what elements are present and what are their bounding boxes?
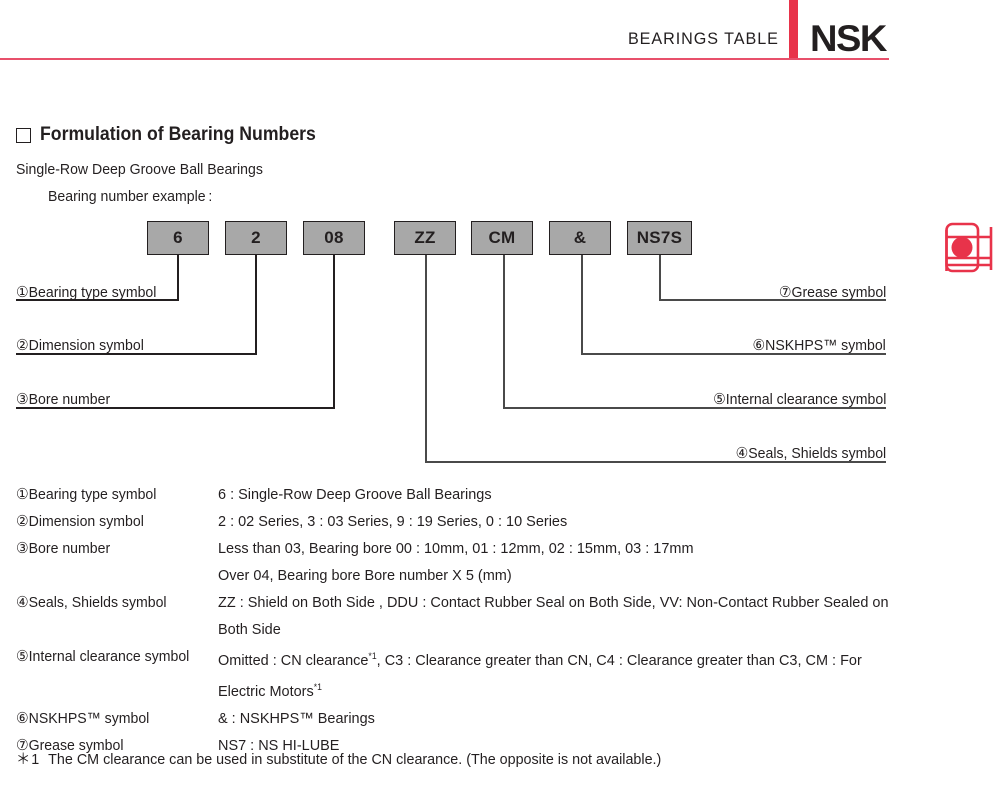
leader-line-grease-horizontal	[659, 299, 886, 301]
leader-line-nskhps-vertical	[581, 255, 583, 355]
leader-line-bore-number-vertical	[333, 255, 335, 409]
leader-line-seals-horizontal	[425, 461, 886, 463]
callout-bearing-type: ①Bearing type symbol	[16, 284, 157, 301]
footnote-mark: ＊1	[16, 751, 41, 768]
legend-description-line2: Over 04, Bearing bore Bore number X 5 (m…	[218, 567, 512, 584]
callout-seals: ④Seals, Shields symbol	[735, 445, 886, 462]
leader-line-clearance-vertical	[503, 255, 505, 409]
footnote-marker: *1	[368, 651, 377, 661]
legend-desc-pre: Omitted : CN clearance	[218, 652, 369, 669]
legend-row: ④Seals, Shields symbol ZZ : Shield on Bo…	[16, 589, 981, 643]
legend-term: ⑥NSKHPS™ symbol	[16, 710, 150, 727]
callout-grease: ⑦Grease symbol	[778, 284, 886, 301]
leader-line-grease-vertical	[659, 255, 661, 301]
leader-line-bearing-type-vertical	[177, 255, 179, 301]
header-title: BEARINGS TABLE	[628, 29, 779, 48]
legend-description-line2: Electric Motors*1	[218, 674, 954, 705]
code-box-clearance[interactable]: CM	[471, 221, 533, 255]
code-box-grease[interactable]: NS7S	[627, 221, 692, 255]
footnote-text: The CM clearance can be used in substitu…	[48, 751, 662, 768]
legend-description: & : NSKHPS™ Bearings	[218, 710, 375, 727]
section-title-text: Formulation of Bearing Numbers	[40, 124, 316, 145]
callout-dimension: ②Dimension symbol	[16, 337, 144, 354]
legend-row: ⑥NSKHPS™ symbol & : NSKHPS™ Bearings	[16, 705, 981, 732]
header-divider-rule	[0, 58, 889, 60]
legend-term: ⑦Grease symbol	[16, 737, 124, 754]
legend-row: ③Bore number Less than 03, Bearing bore …	[16, 535, 981, 589]
code-box-seals-shields[interactable]: ZZ	[394, 221, 456, 255]
legend-description: 2 : 02 Series, 3 : 03 Series, 9 : 19 Ser…	[218, 513, 568, 530]
code-box-bearing-type[interactable]: 6	[147, 221, 209, 255]
leader-line-bearing-type-horizontal	[16, 299, 178, 301]
legend-description-line2: Both Side	[218, 621, 281, 638]
legend-description: 6 : Single-Row Deep Groove Ball Bearings	[218, 486, 492, 503]
legend-description-line1: Less than 03, Bearing bore 00 : 10mm, 01…	[218, 540, 694, 557]
legend-description-line1: Omitted : CN clearance*1, C3 : Clearance…	[218, 651, 862, 669]
legend-description: Omitted : CN clearance*1, C3 : Clearance…	[218, 643, 954, 705]
code-box-dimension[interactable]: 2	[225, 221, 287, 255]
legend-row: ②Dimension symbol 2 : 02 Series, 3 : 03 …	[16, 508, 981, 535]
legend-term: ②Dimension symbol	[16, 513, 144, 530]
legend-description: ZZ : Shield on Both Side , DDU : Contact…	[218, 589, 954, 643]
leader-line-bore-number-horizontal	[16, 407, 334, 409]
legend-row: ⑦Grease symbol NS7 : NS HI-LUBE	[16, 732, 981, 759]
legend-description-line1: ZZ : Shield on Both Side , DDU : Contact…	[218, 594, 889, 611]
leader-line-dimension-horizontal	[16, 353, 256, 355]
bearing-cross-section-icon	[945, 222, 993, 273]
code-box-nskhps[interactable]: &	[549, 221, 611, 255]
leader-line-seals-vertical	[425, 255, 427, 463]
callout-nskhps: ⑥NSKHPS™ symbol	[752, 337, 886, 354]
leader-line-nskhps-horizontal	[581, 353, 886, 355]
legend-description: Less than 03, Bearing bore 00 : 10mm, 01…	[218, 535, 954, 589]
bearing-number-example-label: Bearing number example :	[48, 188, 213, 205]
nsk-logo: NSK	[810, 18, 887, 59]
header-accent-bar	[789, 0, 798, 58]
legend-term: ①Bearing type symbol	[16, 486, 157, 503]
page-header: BEARINGS TABLE NSK	[0, 0, 994, 62]
legend-desc2-pre: Electric Motors	[218, 683, 314, 700]
leader-line-dimension-vertical	[255, 255, 257, 355]
legend-table: ①Bearing type symbol 6 : Single-Row Deep…	[16, 481, 981, 759]
empty-square-icon	[16, 127, 31, 143]
legend-row: ⑤Internal clearance symbol Omitted : CN …	[16, 643, 981, 705]
callout-bore-number: ③Bore number	[16, 391, 111, 408]
legend-desc-post: , C3 : Clearance greater than CN, C4 : C…	[376, 652, 862, 669]
section-heading: Formulation of Bearing Numbers	[16, 124, 337, 146]
legend-term: ⑤Internal clearance symbol	[16, 648, 190, 665]
section-subtitle: Single-Row Deep Groove Ball Bearings	[16, 161, 263, 178]
footnote: ＊1 The CM clearance can be used in subst…	[16, 748, 661, 769]
callout-clearance: ⑤Internal clearance symbol	[712, 391, 886, 408]
legend-term: ③Bore number	[16, 540, 111, 557]
legend-row: ①Bearing type symbol 6 : Single-Row Deep…	[16, 481, 981, 508]
code-box-bore-number[interactable]: 08	[303, 221, 365, 255]
legend-description: NS7 : NS HI-LUBE	[218, 737, 340, 754]
leader-line-clearance-horizontal	[503, 407, 886, 409]
legend-term: ④Seals, Shields symbol	[16, 594, 167, 611]
footnote-marker: *1	[313, 682, 322, 692]
bearing-ball-icon	[951, 237, 973, 258]
